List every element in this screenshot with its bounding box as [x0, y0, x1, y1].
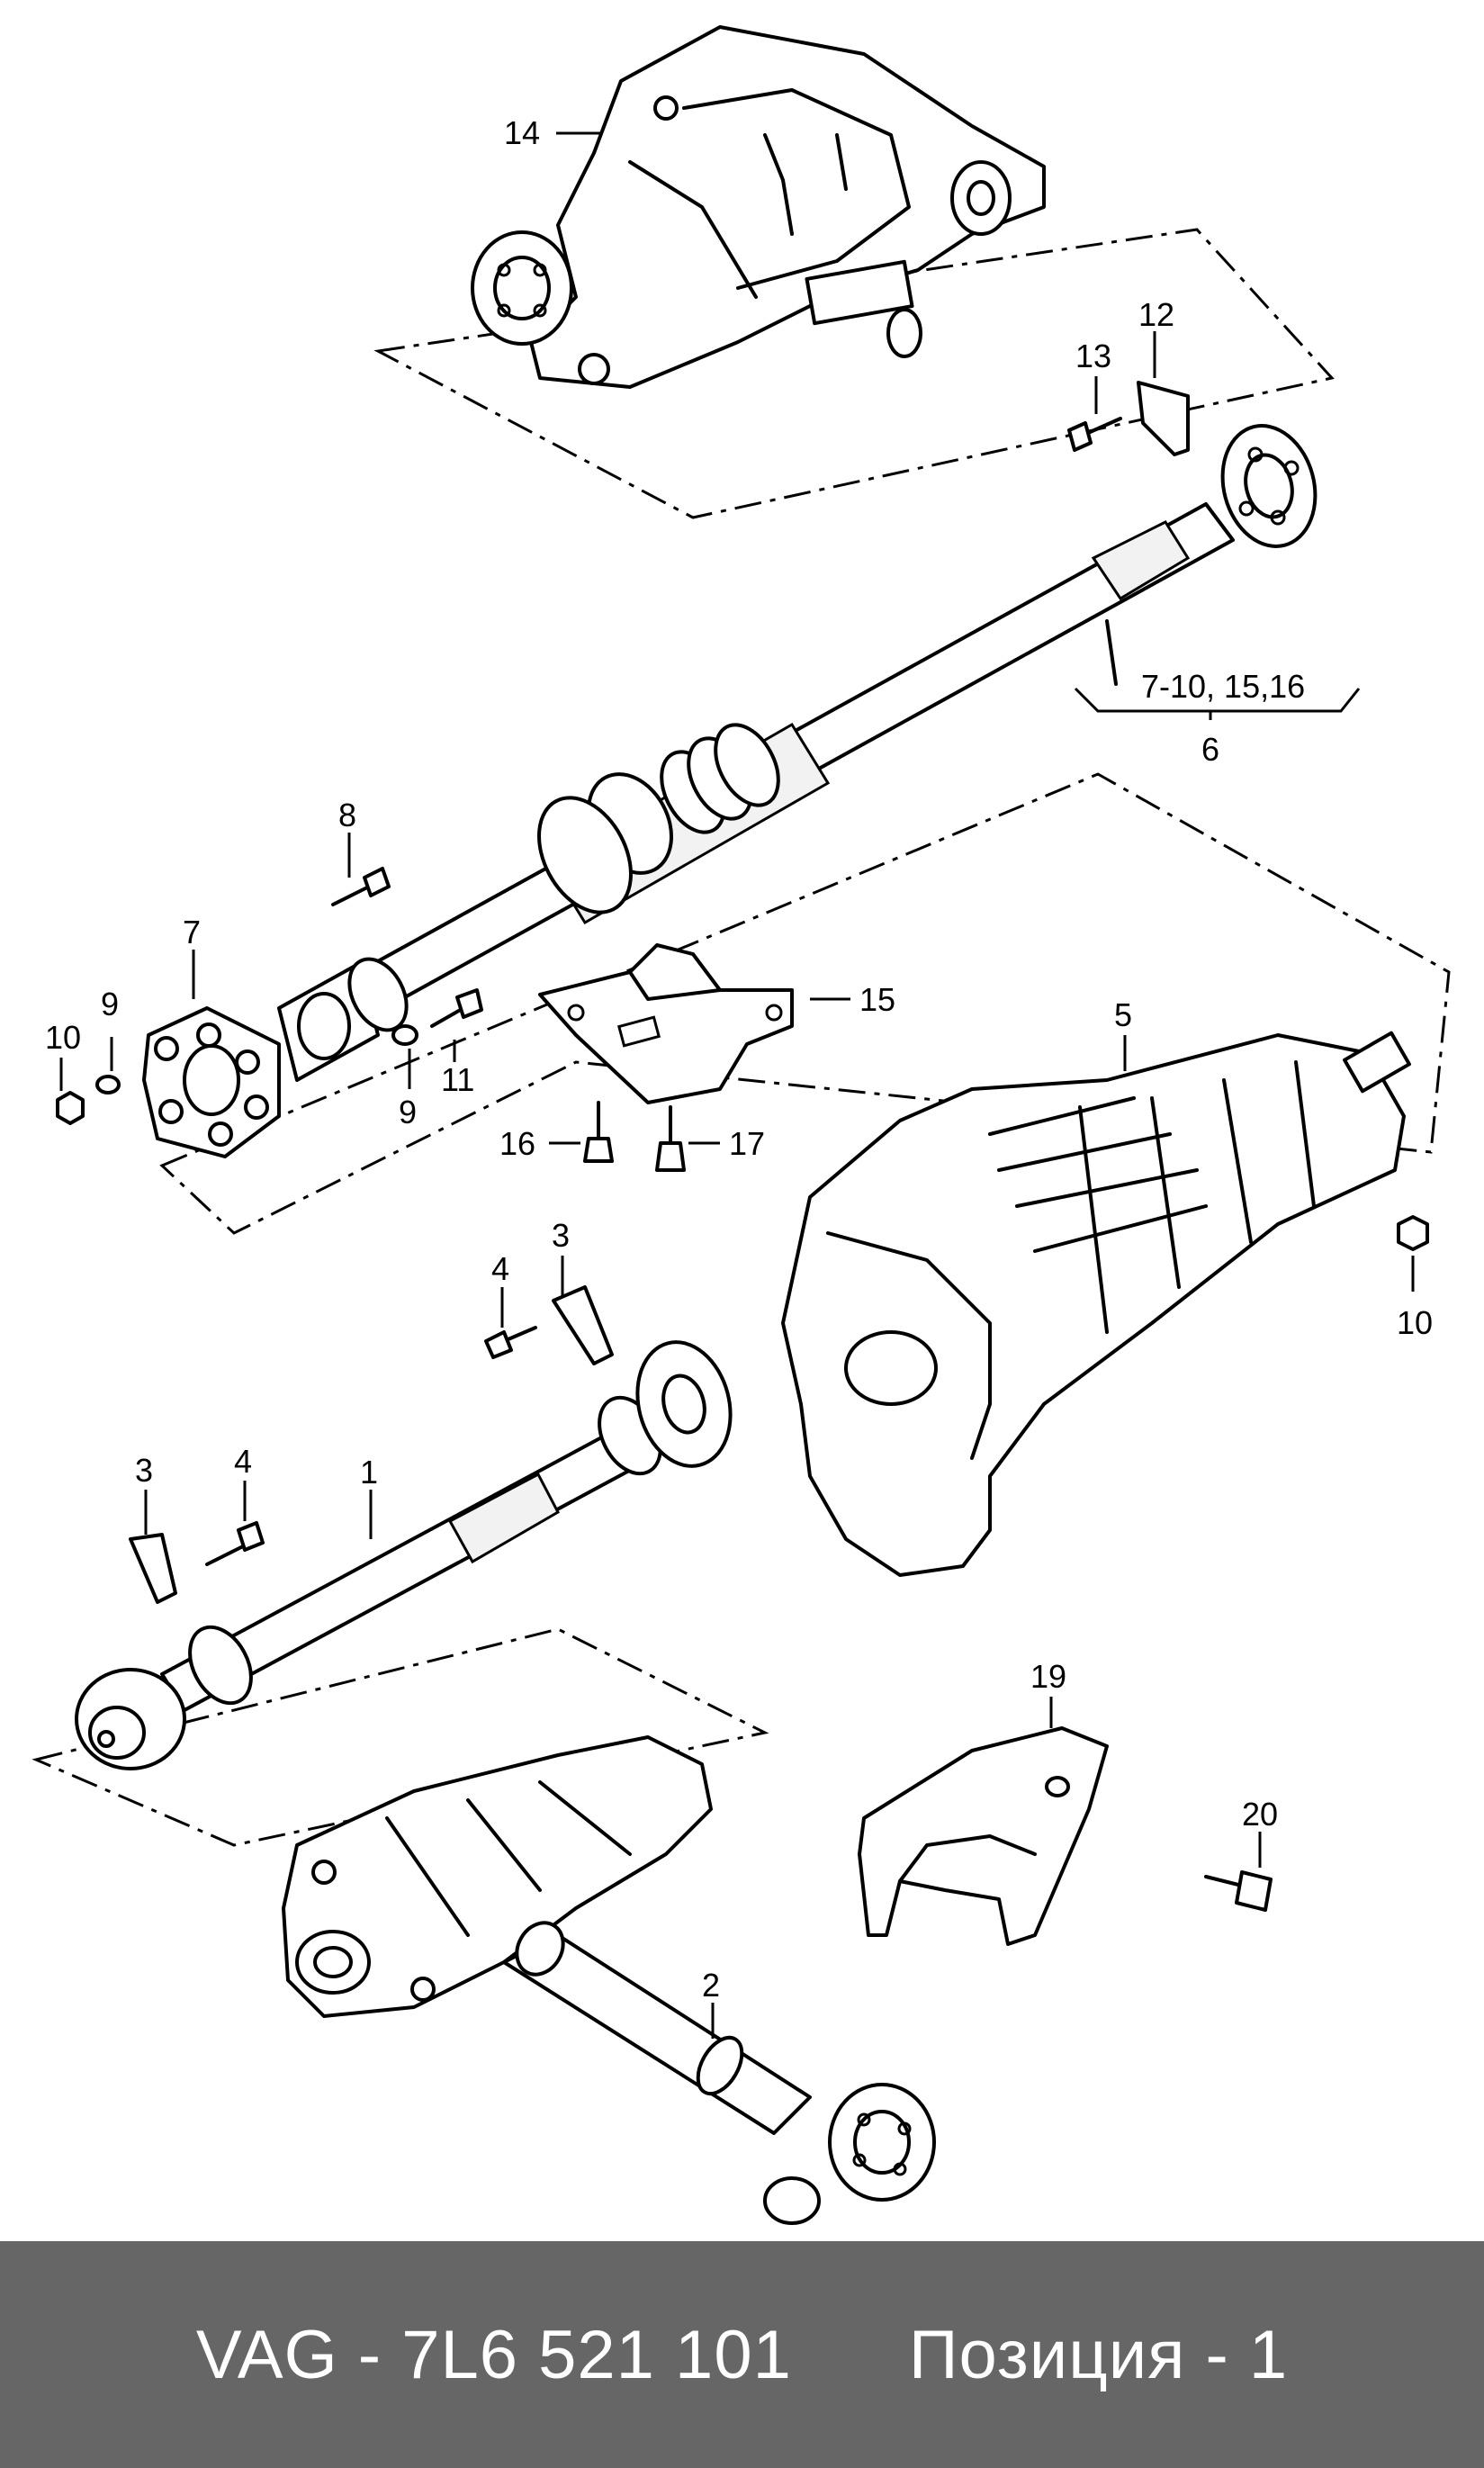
- mount-bracket-part-15: [538, 943, 794, 1104]
- leader-lines: [59, 131, 1415, 2039]
- position-label: Позиция - 1: [908, 2316, 1289, 2393]
- callout-3-lower: 3: [135, 1452, 153, 1489]
- callout-12: 12: [1138, 296, 1174, 333]
- hardware-items: [56, 381, 1429, 1912]
- callout-15: 15: [859, 981, 895, 1018]
- front-differential-part-2: [282, 1735, 936, 2225]
- callout-10-right: 10: [1397, 1304, 1433, 1341]
- propshaft-part-1: [75, 1340, 733, 1770]
- rear-diff-group-outline: [373, 228, 1335, 519]
- rear-differential-part-14: [471, 25, 1046, 389]
- callout-7: 7: [183, 914, 201, 950]
- front-diff-group-outline: [31, 1627, 769, 1847]
- coupling-group-outline: [159, 772, 1451, 1235]
- callout-17: 17: [729, 1125, 765, 1162]
- callout-1: 1: [360, 1454, 378, 1491]
- callout-19: 19: [1030, 1658, 1066, 1695]
- callout-4-upper: 4: [491, 1250, 509, 1287]
- callout-8: 8: [338, 797, 356, 833]
- callout-9-left: 9: [101, 986, 119, 1022]
- callout-labels: 14 12 13 7-10, 15,16 6 8 7 9 10 15 11 9 …: [45, 114, 1433, 2004]
- part-number: VAG - 7L6 521 101: [195, 2316, 792, 2393]
- callout-11: 11: [441, 1061, 474, 1098]
- callout-6: 6: [1201, 731, 1219, 768]
- callout-20: 20: [1242, 1796, 1278, 1833]
- flex-disc-part-7: [142, 1006, 281, 1158]
- callout-14: 14: [504, 114, 540, 151]
- footer-bar: VAG - 7L6 521 101 Позиция - 1: [0, 2241, 1484, 2468]
- callout-3-upper: 3: [552, 1217, 570, 1254]
- callout-4-lower: 4: [234, 1443, 252, 1480]
- callout-5: 5: [1114, 996, 1132, 1033]
- callout-range-7-10-15-16: 7-10, 15,16: [1141, 668, 1305, 705]
- exploded-parts-drawing: 14 12 13 7-10, 15,16 6 8 7 9 10 15 11 9 …: [31, 25, 1451, 2225]
- callout-16: 16: [499, 1125, 535, 1162]
- propshaft-part-6: [277, 424, 1318, 1082]
- transmission-part-5: [781, 1031, 1411, 1577]
- callout-10-left: 10: [45, 1019, 81, 1056]
- cover-part-19: [858, 1726, 1109, 1946]
- callout-13: 13: [1075, 338, 1111, 374]
- callout-9-right: 9: [399, 1094, 417, 1130]
- callout-2: 2: [702, 1967, 720, 2004]
